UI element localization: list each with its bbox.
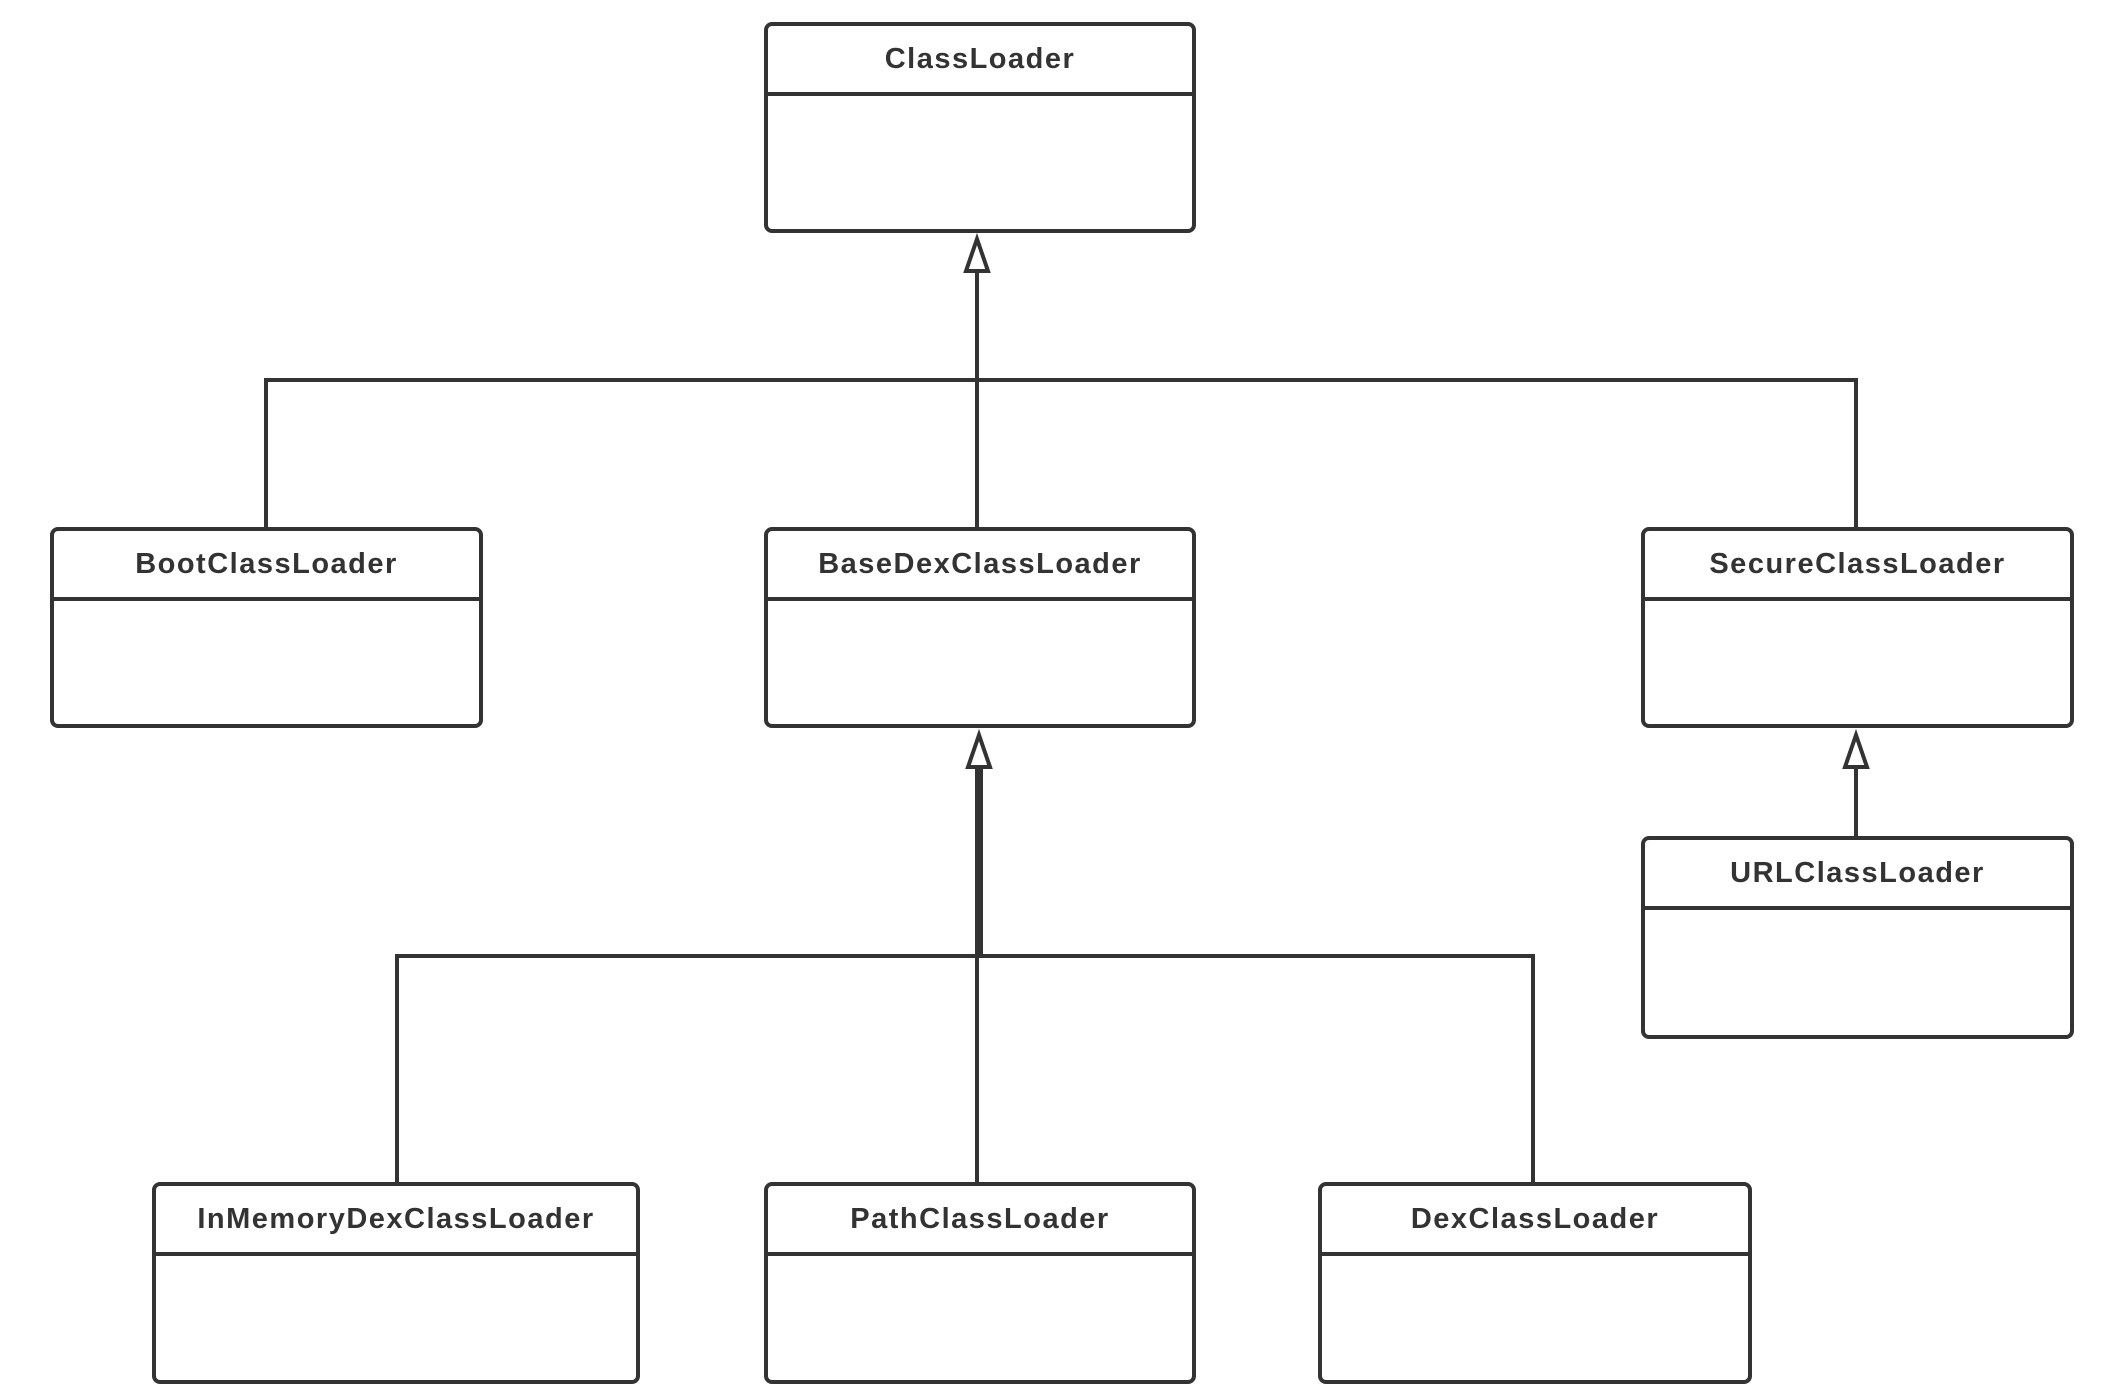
class-name: BaseDexClassLoader — [768, 531, 1192, 601]
class-box-pathclassloader: PathClassLoader — [764, 1182, 1196, 1384]
inheritance-arrowhead — [1842, 728, 1870, 769]
class-box-secureclassloader: SecureClassLoader — [1641, 527, 2074, 728]
inheritance-arrowhead — [965, 728, 993, 769]
class-name: URLClassLoader — [1645, 840, 2070, 910]
class-box-bootclassloader: BootClassLoader — [50, 527, 483, 728]
class-name: SecureClassLoader — [1645, 531, 2070, 601]
class-box-classloader: ClassLoader — [764, 22, 1196, 233]
edge-bootclassloader-to-classloader — [264, 378, 977, 528]
class-box-inmemorydexclassloader: InMemoryDexClassLoader — [152, 1182, 640, 1384]
class-name: PathClassLoader — [768, 1186, 1192, 1256]
class-name: BootClassLoader — [54, 531, 479, 601]
edge-secureclassloader-to-classloader — [977, 378, 1858, 528]
class-box-basedexclassloader: BaseDexClassLoader — [764, 527, 1196, 728]
class-box-urlclassloader: URLClassLoader — [1641, 836, 2074, 1039]
class-name: ClassLoader — [768, 26, 1192, 96]
edge-dexclassloader-to-basedexclassloader — [979, 954, 1535, 1183]
class-name: InMemoryDexClassLoader — [156, 1186, 636, 1256]
class-box-dexclassloader: DexClassLoader — [1318, 1182, 1752, 1384]
class-name: DexClassLoader — [1322, 1186, 1748, 1256]
inheritance-arrowhead — [963, 232, 991, 273]
edge-inmemorydexclassloader-to-basedexclassloader — [395, 954, 979, 1183]
